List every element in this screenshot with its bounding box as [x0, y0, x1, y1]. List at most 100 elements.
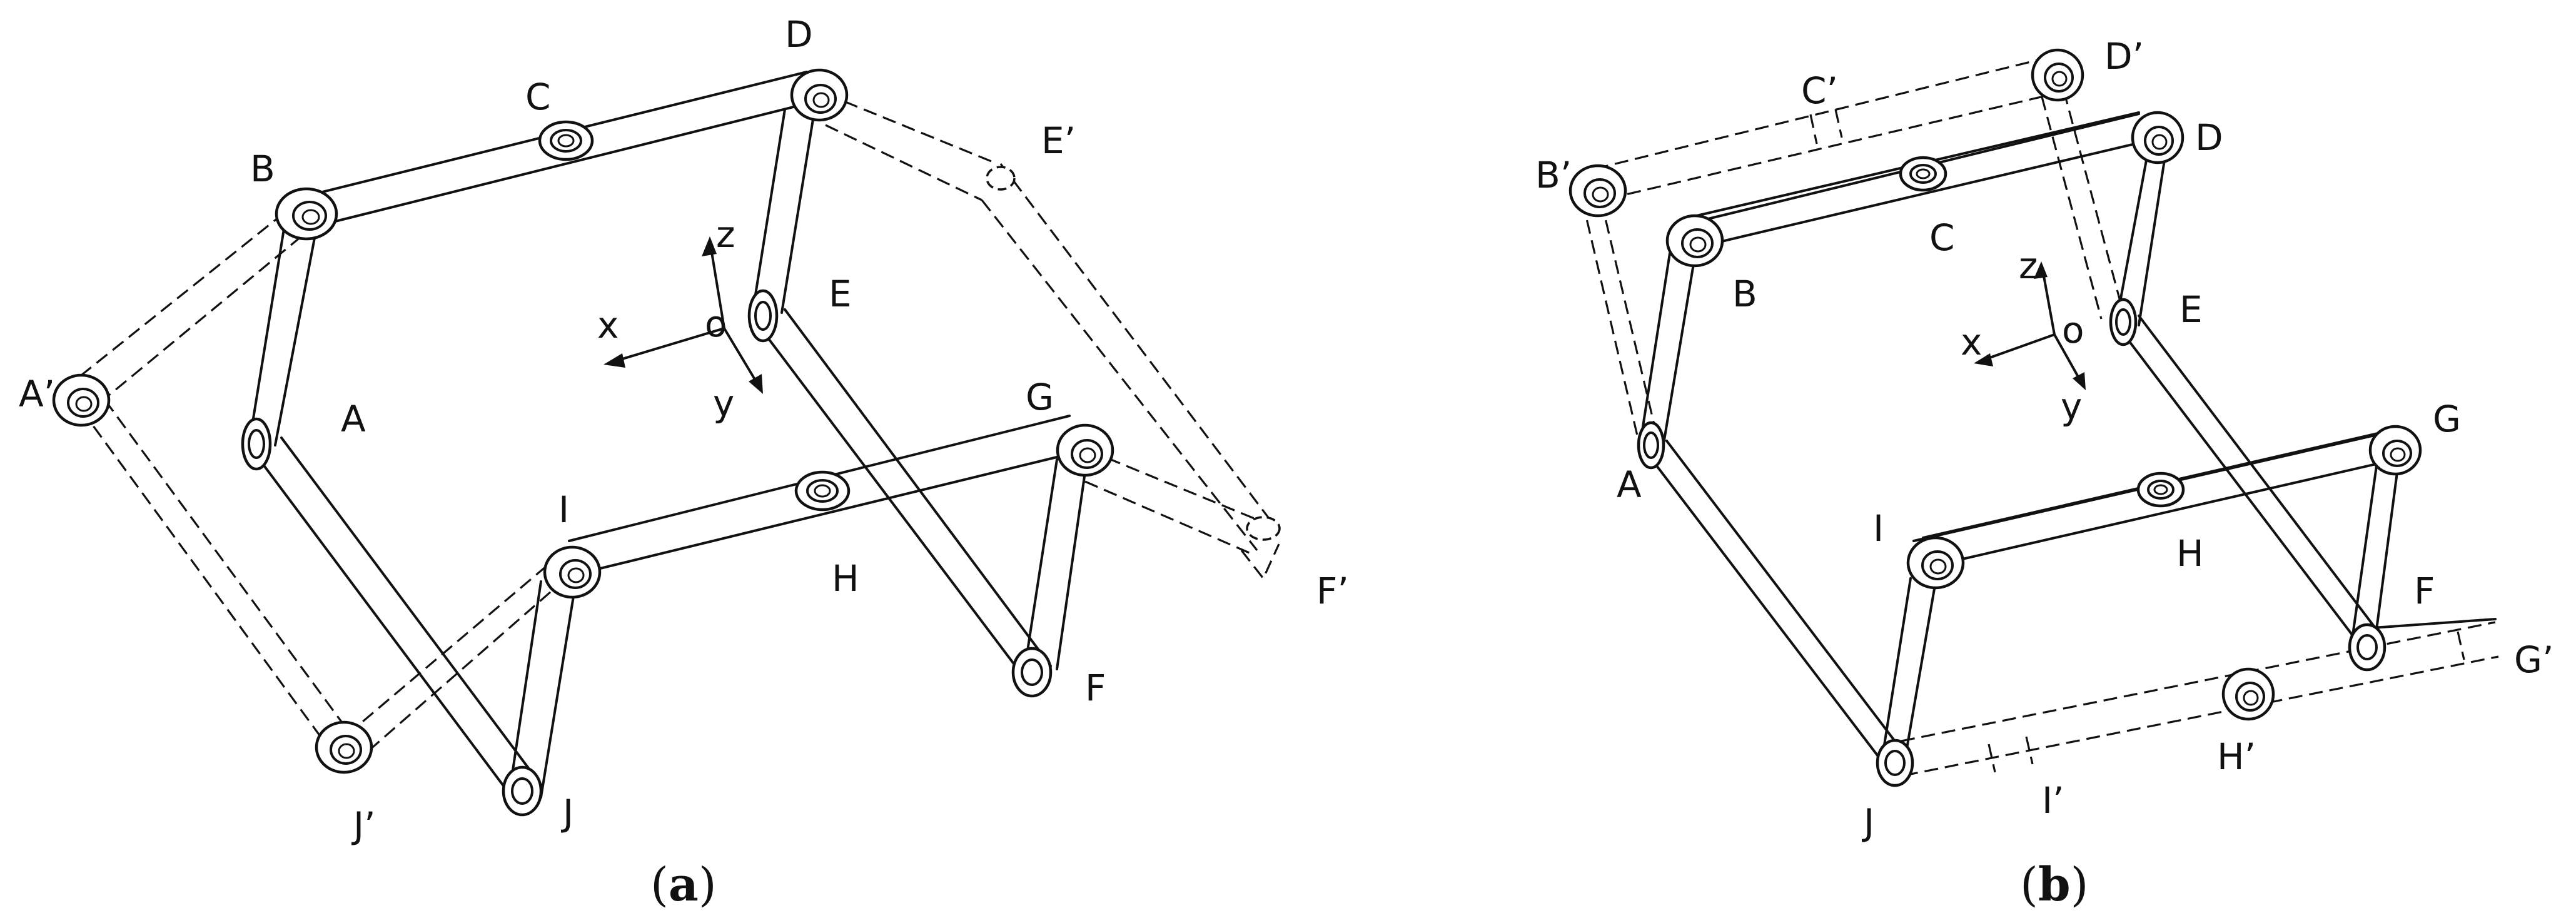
axis-z-a [709, 240, 725, 329]
joint-b-g [2368, 425, 2422, 476]
joint-b-b [1665, 214, 1724, 268]
axis-label-b-o: o [2062, 309, 2084, 351]
bar-d-e [752, 99, 817, 314]
label-a-G: G [1026, 376, 1054, 418]
ghost-link-g-f [1084, 449, 1264, 555]
bar-g-f-b [2350, 462, 2400, 655]
bar-b-a [249, 224, 317, 446]
ghost-link-d-e [825, 93, 998, 201]
joint-a-j [502, 765, 543, 817]
label-a-E-prime: E’ [1041, 119, 1076, 162]
axis-label-a-z: z [716, 213, 735, 256]
panel-a-bars [249, 71, 1089, 799]
label-a-J: J [561, 792, 573, 834]
axis-x-b [1979, 333, 2055, 363]
axis-x-arrow-b [1974, 353, 1993, 366]
bar-i-j-b [1881, 577, 1937, 764]
caption-b: (b) [2020, 858, 2089, 912]
joint-a-e [747, 289, 779, 343]
joint-b-a [1637, 421, 1665, 470]
axis-label-a-y: y [713, 382, 734, 425]
label-a-H: H [832, 557, 859, 600]
bar-i-j [508, 580, 577, 799]
joint-a-f [1011, 647, 1053, 698]
ghost-joint-a-e [986, 166, 1016, 191]
joint-b-h-prime [2221, 667, 2275, 721]
joint-b-b-prime [1568, 164, 1627, 218]
bar-b-a-b [1640, 252, 1696, 445]
axis-y-arrow-b [2073, 372, 2086, 390]
joint-a-i [543, 545, 602, 599]
label-b-B: B [1732, 273, 1757, 315]
joint-a-g [1056, 423, 1114, 477]
label-a-F: F [1085, 667, 1106, 709]
label-a-B: B [250, 148, 275, 190]
axis-x-a [609, 327, 725, 364]
bar-a-j [249, 436, 542, 795]
axis-y-arrow-a [749, 374, 763, 394]
bar-e-f-b [2116, 315, 2384, 652]
label-b-C-prime: C’ [1801, 69, 1838, 112]
label-a-I: I [558, 488, 569, 531]
bar-g-f [1024, 449, 1089, 670]
ghost-joint-a-a [52, 373, 111, 427]
label-b-E: E [2179, 288, 2203, 331]
ghost-ticks-bottom [1988, 631, 2465, 773]
label-b-C: C [1929, 216, 1955, 259]
label-a-E: E [829, 273, 852, 315]
label-b-D-prime: D’ [2104, 35, 2144, 78]
label-b-H: H [2176, 532, 2204, 575]
ghost-link-b-a [71, 211, 303, 409]
label-a-A: A [341, 398, 366, 440]
label-b-D: D [2195, 116, 2223, 159]
joint-b-f [2348, 623, 2387, 672]
axis-x-arrow-a [604, 353, 625, 368]
joint-b-h [2136, 472, 2185, 508]
joint-a-b [275, 187, 338, 241]
joint-b-d-prime [2031, 48, 2084, 102]
ghost-joint-a-j [315, 720, 373, 774]
ghost-link-a-j [80, 400, 355, 748]
label-a-J-prime: J’ [351, 804, 376, 847]
label-b-G-prime: G’ [2514, 638, 2553, 681]
joint-a-d [790, 68, 849, 122]
bar-a-j-b [1644, 440, 1906, 767]
panel-a-joints [52, 68, 1281, 817]
panel-b-labels: A B C D E F G H I J B’ C’ D’ G’ H’ I’ z … [1535, 35, 2553, 844]
ghost-tick-c [1809, 109, 1843, 144]
label-b-F: F [2414, 570, 2435, 612]
panel-b: A B C D E F G H I J B’ C’ D’ G’ H’ I’ z … [1535, 35, 2553, 912]
label-b-A: A [1617, 463, 1642, 506]
joint-b-e [2109, 298, 2138, 346]
panel-a-labels: A B C D E F G H I J A’ E’ F’ J’ z x y o [19, 13, 1349, 847]
ghost-link-e-f [981, 163, 1280, 551]
panel-a-axes [604, 236, 763, 394]
panel-b-joints [1568, 48, 2422, 787]
label-b-G: G [2433, 398, 2461, 440]
joint-b-d [2131, 111, 2185, 164]
axis-z-arrow-a [702, 236, 717, 256]
axis-z-arrow-b [2034, 261, 2048, 279]
ghost-link-d-e [2041, 90, 2124, 320]
ghost-link-j-i [346, 562, 567, 752]
label-b-B-prime: B’ [1535, 154, 1572, 196]
label-b-I-prime: I’ [2042, 779, 2064, 822]
bar-f-stub-b [2363, 618, 2497, 630]
joint-a-h [794, 470, 851, 512]
axis-label-a-o: o [705, 303, 727, 345]
panel-b-ghost-links [1581, 56, 2499, 777]
label-a-C: C [525, 76, 551, 118]
bar-d-e-b [2116, 143, 2168, 326]
joint-a-a [241, 417, 272, 471]
caption-a: (a) [650, 858, 717, 912]
panel-a-ghost-links [71, 93, 1280, 752]
joint-a-c [538, 120, 594, 161]
label-b-J: J [1862, 801, 1874, 844]
ghost-link-b-d [1594, 56, 2055, 200]
axis-label-b-y: y [2061, 385, 2082, 428]
joint-b-c [1899, 156, 1947, 192]
label-a-D: D [785, 13, 813, 56]
label-b-H-prime: H’ [2217, 735, 2256, 778]
